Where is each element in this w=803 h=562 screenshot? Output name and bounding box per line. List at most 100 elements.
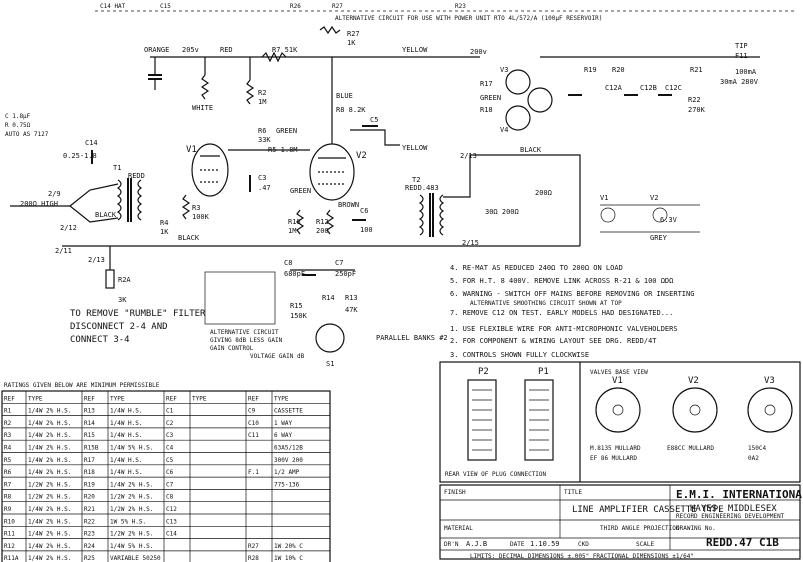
- table-cell: C9: [248, 408, 256, 415]
- connector-valve-panel: [439, 361, 801, 483]
- table-cell: 1 WAY: [274, 420, 292, 427]
- label-c7: C7: [335, 259, 343, 267]
- table-cell: R14: [84, 420, 95, 427]
- label-scale: SCALE: [636, 541, 654, 548]
- label-hum: 30mA 280V: [720, 78, 759, 86]
- label-v2-type: E88CC MULLARD: [667, 445, 714, 452]
- table-header-cell: TYPE: [274, 395, 289, 402]
- table-cell: R9: [4, 506, 12, 513]
- label-r3: R3: [192, 204, 200, 212]
- label-c12b: C12B: [640, 84, 657, 92]
- label-black-3: BLACK: [520, 146, 542, 154]
- svg-text:4. RE-MAT AS REDUCED 240Ω TO 2: 4. RE-MAT AS REDUCED 240Ω TO 200Ω ON LOA…: [450, 264, 623, 272]
- label-c12a: C12A: [605, 84, 623, 92]
- table-cell: R11: [4, 531, 15, 538]
- table-cell: 300V 200: [274, 457, 303, 464]
- svg-text:AUTO AS 7127: AUTO AS 7127: [5, 131, 49, 138]
- label-100ma: 100mA: [735, 68, 757, 76]
- table-cell: 1/4W 5% H.S.: [110, 543, 153, 550]
- label-vbase-v3: V3: [764, 376, 775, 386]
- drawing-number: REDD.47 C1B: [706, 536, 779, 549]
- table-header-cell: TYPE: [110, 395, 125, 402]
- limits-text: LIMITS: DECIMAL DIMENSIONS ±.005" FRACTI…: [470, 553, 694, 560]
- table-cell: 1/4W 2% H.S.: [28, 457, 71, 464]
- label-r4: R4: [160, 219, 168, 227]
- p1-connector: [524, 379, 554, 461]
- label-pin-2-11: 2/11: [55, 247, 72, 255]
- label-c15: C15: [160, 3, 171, 10]
- label-r20: R20: [612, 66, 625, 74]
- label-c3: C3: [258, 174, 266, 182]
- label-c14-hat: C14 HAT: [100, 3, 126, 10]
- table-cell: C12: [166, 506, 177, 513]
- t1-transformer: [116, 178, 143, 222]
- table-header-cell: TYPE: [28, 395, 43, 402]
- label-heater-v2: V2: [650, 194, 658, 202]
- p2-connector: [467, 379, 497, 461]
- table-cell: 1/4W 2% H.S.: [28, 543, 71, 550]
- heater-box: [600, 204, 700, 233]
- label-c8: C8: [284, 259, 292, 267]
- table-cell: R20: [84, 494, 95, 501]
- label-r2: R2: [258, 89, 266, 97]
- t2-output-hot: [443, 154, 581, 246]
- table-cell: C6: [166, 469, 174, 476]
- svg-text:7. REMOVE C12 ON TEST. EARLY M: 7. REMOVE C12 ON TEST. EARLY MODELS HAD …: [450, 309, 673, 317]
- label-c7-value: 250pF: [335, 270, 356, 278]
- label-r22: R22: [688, 96, 701, 104]
- label-yellow-2: YELLOW: [402, 144, 428, 152]
- label-black-1: BLACK: [95, 211, 117, 219]
- svg-text:C 1.8μF: C 1.8μF: [5, 113, 31, 120]
- table-cell: VARIABLE 50250: [110, 555, 161, 562]
- table-cell: 1/4W 2% H.S.: [28, 420, 71, 427]
- label-r10: R10: [288, 218, 301, 226]
- input-wire-hot: [10, 183, 119, 207]
- title-block: [439, 484, 801, 560]
- table-cell: R28: [248, 555, 259, 562]
- label-finish: FINISH: [444, 489, 466, 496]
- table-header-cell: REF: [84, 395, 95, 402]
- label-blue: BLUE: [336, 92, 353, 100]
- table-cell: 1/4W H.S.: [110, 457, 143, 464]
- label-r15: R15: [290, 302, 303, 310]
- svg-text:6. WARNING - SWITCH OFF MAINS: 6. WARNING - SWITCH OFF MAINS BEFORE REM…: [450, 290, 694, 298]
- label-200-out: 200Ω: [535, 189, 552, 197]
- v2-valve: [309, 143, 355, 201]
- table-cell: 1/4W 2% H.S.: [28, 555, 71, 562]
- label-r17: R17: [480, 80, 493, 88]
- label-r13-value: 47K: [345, 306, 358, 314]
- p2-pins: [472, 389, 492, 451]
- label-white: WHITE: [192, 104, 213, 112]
- svg-text:R 0.75Ω: R 0.75Ω: [5, 122, 31, 129]
- label-green-3: GREEN: [480, 94, 501, 102]
- v3-v4-rectifier: [505, 69, 553, 131]
- table-cell: C10: [248, 420, 259, 427]
- label-c6-value: 100: [360, 226, 373, 234]
- label-r2a-value: 3K: [118, 296, 127, 304]
- label-r6-value: 33K: [258, 136, 271, 144]
- svg-text:CONNECT 3-4: CONNECT 3-4: [70, 335, 130, 345]
- label-projection: THIRD ANGLE PROJECTION: [600, 525, 680, 532]
- r3-resistor: [181, 194, 191, 220]
- table-cell: C5: [166, 457, 174, 464]
- label-material: MATERIAL: [444, 525, 473, 532]
- label-c8-value: 680pF: [284, 270, 305, 278]
- table-cell: 1/4W H.S.: [110, 420, 143, 427]
- label-c6: C6: [360, 207, 368, 215]
- label-v3-type-a: 150C4: [748, 445, 766, 452]
- label-heater-grey: GREY: [650, 234, 668, 242]
- svg-text:ALTERNATIVE SMOOTHING CIRCUIT: ALTERNATIVE SMOOTHING CIRCUIT SHOWN AT T…: [470, 300, 622, 307]
- table-cell: 1/2W 2% H.S.: [28, 481, 71, 488]
- label-orange: ORANGE: [144, 46, 169, 54]
- table-header-cell: REF: [4, 395, 15, 402]
- label-connector-note: REAR VIEW OF PLUG CONNECTION: [445, 471, 547, 478]
- label-banks: PARALLEL BANKS #2: [376, 334, 448, 342]
- p1-pins: [529, 389, 549, 451]
- input-wire-cold: [69, 205, 119, 223]
- table-cell: R6: [4, 469, 12, 476]
- table-cell: 1/4W 2% H.S.: [28, 531, 71, 538]
- table-cell: 1/4W 2% H.S.: [28, 518, 71, 525]
- table-cell: R8: [4, 494, 12, 501]
- table-cell: R13: [84, 408, 95, 415]
- label-ckd: CKD: [578, 541, 589, 548]
